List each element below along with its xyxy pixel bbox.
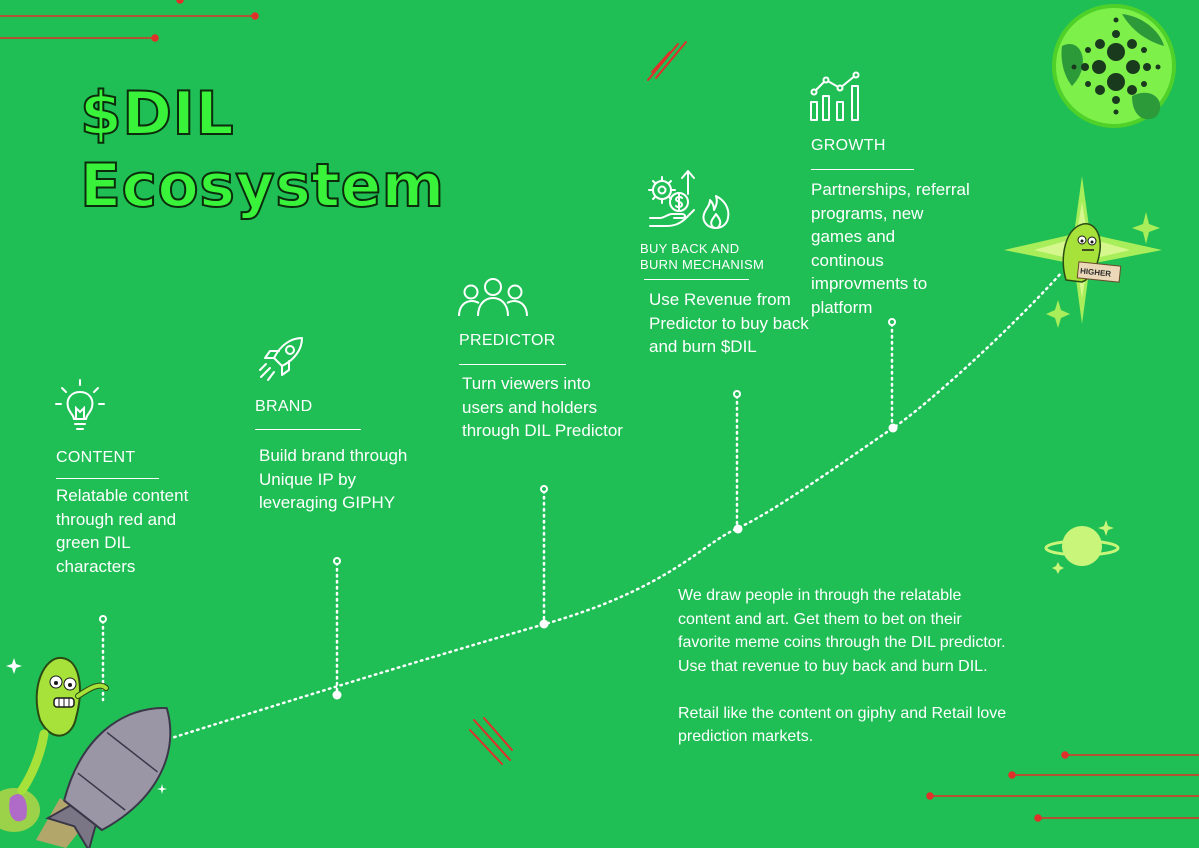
- users-icon: [458, 278, 528, 317]
- title-line-1: $DIL: [79, 78, 235, 150]
- stage-rule-growth: [811, 169, 914, 170]
- stage-description-growth: Partnerships, referral programs, new gam…: [811, 180, 970, 317]
- stage-description-buyback: Use Revenue from Predictor to buy back a…: [649, 290, 809, 356]
- summary-paragraph-1: We draw people in through the relatable …: [678, 587, 1006, 675]
- green-moon-illustration: [1052, 4, 1176, 128]
- stage-label-buyback-line-1: BUY BACK AND: [640, 241, 740, 256]
- ringed-planet-illustration: [1044, 526, 1120, 566]
- stage-label-buyback-line-2: BURN MECHANISM: [640, 257, 765, 272]
- coin-gear-flame-icon: [648, 170, 730, 229]
- stage-label-content: CONTENT: [56, 449, 136, 466]
- mascot-rocket-illustration: [0, 656, 172, 848]
- stage-description-content: Relatable content through red and green …: [56, 486, 189, 576]
- lightbulb-icon: [55, 379, 105, 430]
- rocket-icon: [259, 337, 303, 381]
- stage-rule-predictor: [459, 364, 566, 365]
- stage-label-buyback: BUY BACK AND BURN MECHANISM: [640, 241, 764, 273]
- title-line-2: Ecosystem: [79, 150, 445, 222]
- red-slash-mark-top: [647, 41, 687, 81]
- stage-rule-buyback: [644, 279, 749, 280]
- red-slash-mark-bottom: [469, 717, 513, 765]
- summary-paragraph-2: Retail like the content on giphy and Ret…: [678, 704, 1007, 746]
- stage-description-predictor: Turn viewers into users and holders thro…: [462, 374, 623, 440]
- stage-description-brand: Build brand through Unique IP by leverag…: [259, 446, 408, 512]
- page-title: $DIL Ecosystem: [79, 78, 445, 222]
- mascot-higher-illustration: [1062, 223, 1122, 283]
- stage-rule-brand: [255, 429, 361, 430]
- ecosystem-summary: We draw people in through the relatable …: [678, 584, 1008, 772]
- stage-rule-content: [56, 478, 159, 479]
- stage-label-predictor: PREDICTOR: [459, 332, 556, 349]
- stage-label-growth: GROWTH: [811, 137, 886, 154]
- growth-chart-icon: [810, 71, 860, 121]
- stage-label-brand: BRAND: [255, 398, 313, 415]
